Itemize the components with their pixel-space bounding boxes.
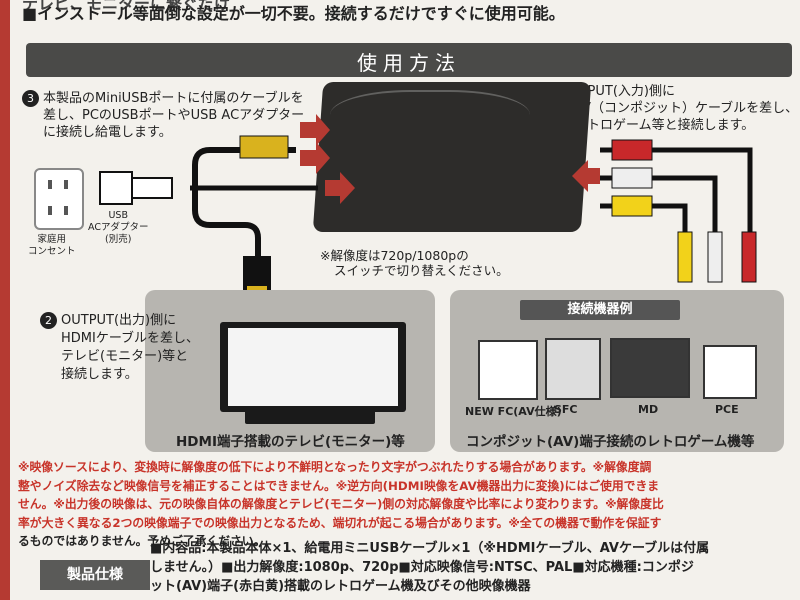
console-md xyxy=(610,338,690,398)
tv-caption: HDMI端子搭載のテレビ(モニター)等 xyxy=(176,434,405,450)
step1-instructions: 1INPUT(入力)側に AV（コンポジット）ケーブルを差し、 レトロゲーム等と… xyxy=(553,83,798,134)
rca-plug-yellow-top xyxy=(611,195,653,217)
warning-notes: ※映像ソースにより、変換時に解像度の低下により不鮮明となったり文字がつぶれたりす… xyxy=(18,458,788,551)
step2-line4: 接続します。 xyxy=(61,367,138,382)
outlet-label: 家庭用 コンセント xyxy=(28,234,76,258)
step1-line1: INPUT(入力)側に xyxy=(574,84,675,99)
spec-line3: ット(AV)端子(赤白黄)搭載のレトロゲーム機及びその他映像機器 xyxy=(150,579,531,594)
console-pce xyxy=(703,345,757,399)
warning-line3: せん。※出力後の映像は、元の映像自体の解像度とテレビ(モニター)側の対応解像度や… xyxy=(18,497,664,511)
devices-title: 接続機器例 xyxy=(520,300,680,320)
resolution-note: ※解像度は720p/1080pの スイッチで切り替えください。 xyxy=(320,248,509,278)
console-label-pce: PCE xyxy=(715,403,739,416)
feature-line: ■インストール等面倒な設定が一切不要。接続するだけですぐに使用可能。 xyxy=(22,4,565,23)
rca-plug-white-top xyxy=(611,167,653,189)
outlet-label-line2: コンセント xyxy=(28,246,76,257)
adapter-label: USB ACアダプター (別売) xyxy=(88,210,148,246)
step3-line1: 本製品のMiniUSBポートに付属のケーブルを xyxy=(43,91,304,106)
arrow-usb xyxy=(300,114,330,146)
arrow-usb-mini xyxy=(325,172,355,204)
rca-plug-white xyxy=(707,231,723,283)
adapter-label-line1: USB xyxy=(108,210,128,221)
devices-caption: コンポジット(AV)端子接続のレトロゲーム機等 xyxy=(466,434,755,450)
arrow-hdmi xyxy=(300,142,330,174)
step2-line2: HDMIケーブルを差し、 xyxy=(61,331,200,346)
console-label-newfc: NEW FC(AV仕様) xyxy=(465,405,562,418)
rca-cable-white xyxy=(600,175,718,262)
step3-line2: 差し、PCのUSBポートやUSB ACアダプター xyxy=(43,108,305,123)
arrow-av xyxy=(572,160,600,192)
step2-instructions: 2 OUTPUT(出力)側に HDMIケーブルを差し、 テレビ(モニター)等と 接… xyxy=(40,312,199,384)
step2-line1: OUTPUT(出力)側に xyxy=(61,313,177,328)
spec-line2: しません。）■出力解像度:1080p、720p■対応映像信号:NTSC、PAL■… xyxy=(150,560,694,575)
spec-text: ■内容品:本製品本体×1、給電用ミニUSBケーブル×1（※HDMIケーブル、AV… xyxy=(150,539,790,596)
usage-title: 使用方法 xyxy=(357,51,461,75)
step2-number: 2 xyxy=(40,312,57,329)
wall-outlet xyxy=(34,168,84,230)
console-sfc xyxy=(545,338,601,400)
warning-line1: ※映像ソースにより、変換時に解像度の低下により不鮮明となったり文字がつぶれたりす… xyxy=(18,460,652,474)
device-plastic-sheen xyxy=(330,90,530,152)
outlet-label-line1: 家庭用 xyxy=(37,234,67,245)
step1-line3: レトロゲーム等と接続します。 xyxy=(574,118,755,133)
warning-line4: 率が大きく異なる2つの映像端子での映像出力となるため、端切れが起こる場合がありま… xyxy=(18,515,662,530)
hdmi-plug-top xyxy=(239,135,289,159)
usb-plug xyxy=(131,177,173,199)
spec-label: 製品仕様 xyxy=(40,560,150,590)
rca-plug-red-top xyxy=(611,139,653,161)
adapter-label-line2: ACアダプター xyxy=(88,222,149,233)
step1-line2: AV（コンポジット）ケーブルを差し、 xyxy=(574,101,799,116)
rca-plug-yellow xyxy=(677,231,693,283)
warning-line5: るものではありません。予めご了承ください。 xyxy=(18,534,266,548)
tv-screen xyxy=(228,328,398,406)
console-label-sfc: SFC xyxy=(554,403,578,416)
step3-number: 3 xyxy=(22,90,39,107)
usb-ac-adapter xyxy=(99,171,133,205)
rca-plug-red xyxy=(741,231,757,283)
usage-header: 使用方法 xyxy=(26,43,792,77)
step3-instructions: 3 本製品のMiniUSBポートに付属のケーブルを 差し、PCのUSBポートやUS… xyxy=(22,90,304,141)
spec-line1: ■内容品:本製品本体×1、給電用ミニUSBケーブル×1（※HDMIケーブル、AV… xyxy=(150,541,710,556)
step3-line3: に接続し給電します。 xyxy=(43,125,172,140)
resolution-note-line2: スイッチで切り替えください。 xyxy=(334,263,509,278)
step2-line3: テレビ(モニター)等と xyxy=(61,349,189,364)
console-newfc xyxy=(478,340,538,400)
tv-stand xyxy=(245,410,375,424)
hdmi-cable xyxy=(192,147,296,290)
feature-line-partial: テレビ、モニターに繋ぐだけ xyxy=(22,0,231,13)
warning-line2: 整やノイズ除去など映像信号を補正することはできません。※逆方向(HDMI映像をA… xyxy=(18,478,660,493)
console-label-md: MD xyxy=(638,403,659,416)
adapter-label-line3: (別売) xyxy=(105,234,132,245)
resolution-note-line1: ※解像度は720p/1080pの xyxy=(320,248,469,263)
package-red-edge xyxy=(0,0,10,600)
